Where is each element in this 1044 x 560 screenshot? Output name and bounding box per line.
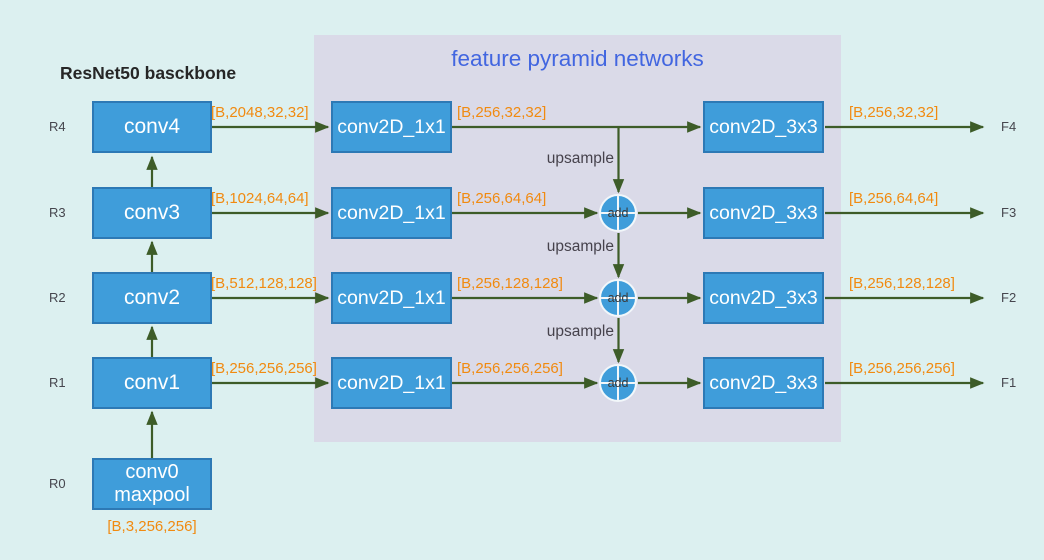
- add-label: add: [607, 376, 629, 390]
- conv4-box: conv4: [92, 101, 212, 153]
- dim-label-out-f2: [B,256,128,128]: [849, 275, 955, 292]
- output-label-F4: F4: [1001, 119, 1017, 134]
- add-label: add: [607, 206, 629, 220]
- output-label-F1: F1: [1001, 375, 1017, 390]
- upsample-label-3: upsample: [546, 323, 614, 340]
- dim-label-lateral-r1: [B,256,256,256]: [457, 360, 563, 377]
- dim-label-out-f1: [B,256,256,256]: [849, 360, 955, 377]
- upsample-label-1: upsample: [546, 150, 614, 167]
- conv0-label: conv0: [125, 461, 179, 483]
- dim-label-out-f4: [B,256,32,32]: [849, 104, 939, 121]
- conv0-maxpool-box: conv0 maxpool: [92, 458, 212, 510]
- conv2d-3x3-box-f4: conv2D_3x3: [703, 101, 824, 153]
- conv2d-1x1-box-r4: conv2D_1x1: [331, 101, 452, 153]
- conv2d-3x3-box-f1: conv2D_3x3: [703, 357, 824, 409]
- add-cross-v-icon: [617, 196, 619, 230]
- conv3-box: conv3: [92, 187, 212, 239]
- dim-label-out-f3: [B,256,64,64]: [849, 190, 939, 207]
- output-label-F3: F3: [1001, 205, 1017, 220]
- dim-label-conv1-out: [B,256,256,256]: [211, 360, 317, 377]
- row-label-R3: R3: [49, 205, 66, 220]
- conv2d-1x1-box-r3: conv2D_1x1: [331, 187, 452, 239]
- dim-label-lateral-r3: [B,256,64,64]: [457, 190, 547, 207]
- add-cross-v-icon: [617, 281, 619, 315]
- upsample-label-2: upsample: [546, 238, 614, 255]
- output-label-F2: F2: [1001, 290, 1017, 305]
- conv1-box: conv1: [92, 357, 212, 409]
- backbone-title: ResNet50 basckbone: [60, 63, 237, 83]
- add-node-f1: add: [599, 364, 637, 402]
- row-label-R0: R0: [49, 476, 66, 491]
- dim-label-conv2-out: [B,512,128,128]: [211, 275, 317, 292]
- dim-label-lateral-r4: [B,256,32,32]: [457, 104, 547, 121]
- conv2d-3x3-box-f2: conv2D_3x3: [703, 272, 824, 324]
- row-label-R4: R4: [49, 119, 66, 134]
- row-label-R1: R1: [49, 375, 66, 390]
- fpn-title: feature pyramid networks: [451, 46, 704, 71]
- add-node-f3: add: [599, 194, 637, 232]
- add-cross-v-icon: [617, 366, 619, 400]
- conv2d-1x1-box-r1: conv2D_1x1: [331, 357, 452, 409]
- conv2d-3x3-box-f3: conv2D_3x3: [703, 187, 824, 239]
- dim-label-input: [B,3,256,256]: [107, 518, 197, 535]
- add-node-f2: add: [599, 279, 637, 317]
- dim-label-conv3-out: [B,1024,64,64]: [211, 190, 309, 207]
- dim-label-lateral-r2: [B,256,128,128]: [457, 275, 563, 292]
- dim-label-conv4-out: [B,2048,32,32]: [211, 104, 309, 121]
- row-label-R2: R2: [49, 290, 66, 305]
- add-label: add: [607, 291, 629, 305]
- maxpool-label: maxpool: [114, 484, 190, 506]
- conv2d-1x1-box-r2: conv2D_1x1: [331, 272, 452, 324]
- conv2-box: conv2: [92, 272, 212, 324]
